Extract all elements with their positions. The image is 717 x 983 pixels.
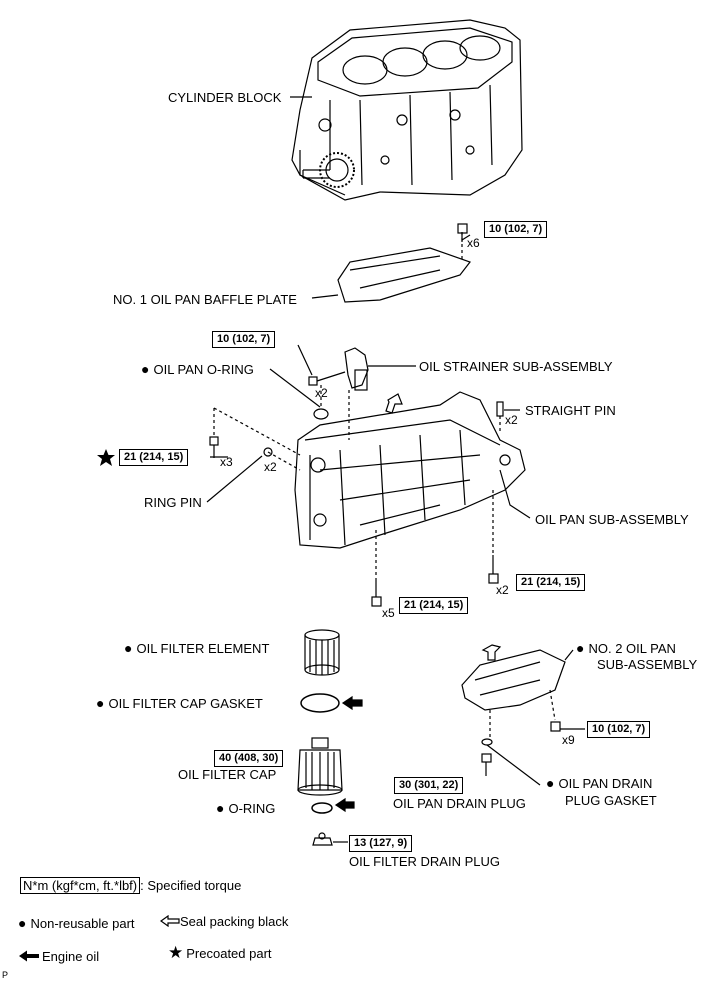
- engine-oil-arrow-icon: [18, 950, 42, 965]
- qty-straight-pin: x2: [505, 413, 518, 427]
- label-cylinder-block: CYLINDER BLOCK: [168, 90, 282, 105]
- torque-filter-cap: 40 (408, 30): [214, 750, 284, 767]
- crank-sprocket-drawing: [302, 152, 355, 188]
- torque-pan-bolt-right: 21 (214, 15): [516, 574, 586, 591]
- right-bolt-drawing: [488, 490, 499, 584]
- no2-oil-pan-drawing: [461, 649, 574, 738]
- ring-pin-drawing: [263, 447, 273, 457]
- star-bolt-drawing: [209, 407, 301, 458]
- label-oil-filter-element: OIL FILTER ELEMENT: [124, 641, 269, 656]
- qty-right-bolt: x2: [496, 583, 509, 597]
- legend-seal-packing-text: Seal packing black: [180, 914, 289, 929]
- legend-precoated: ★Precoated part: [168, 943, 272, 962]
- label-oil-filter-drain-plug: OIL FILTER DRAIN PLUG: [349, 854, 500, 869]
- star-icon: ★: [168, 943, 184, 962]
- drain-plug-gasket-drawing: [481, 738, 493, 746]
- torque-pan-bolt-star: 21 (214, 15): [119, 449, 189, 466]
- qty-baffle-bolt: x6: [467, 236, 480, 250]
- label-baffle-plate: NO. 1 OIL PAN BAFFLE PLATE: [113, 292, 297, 307]
- cylinder-block-drawing: [291, 19, 523, 201]
- engine-oil-arrow-1: [341, 695, 363, 711]
- oil-pan-drawing: [294, 391, 526, 549]
- label-straight-pin: STRAIGHT PIN: [525, 403, 616, 418]
- qty-strainer-bolt: x2: [315, 386, 328, 400]
- torque-strainer-bolt: 10 (102, 7): [212, 331, 276, 348]
- label-no2-oil-pan-line1: NO. 2 OIL PAN: [576, 641, 675, 656]
- torque-baffle-bolt: 10 (102, 7): [484, 221, 548, 238]
- legend-torque-desc: : Specified torque: [140, 878, 242, 893]
- legend-engine-oil-text: Engine oil: [42, 949, 100, 964]
- qty-no2-pan-bolt: x9: [562, 733, 575, 747]
- label-oil-pan-drain-plug: OIL PAN DRAIN PLUG: [393, 796, 526, 811]
- legend-torque: N*m (kgf*cm, ft.*lbf): Specified torque: [20, 877, 242, 894]
- label-oil-strainer: OIL STRAINER SUB-ASSEMBLY: [419, 359, 613, 374]
- torque-filter-drain-plug: 13 (127, 9): [349, 835, 413, 852]
- label-oil-pan-oring: OIL PAN O-RING: [141, 362, 253, 377]
- torque-pan-bolt-lower: 21 (214, 15): [399, 597, 469, 614]
- label-oil-filter-cap-gasket: OIL FILTER CAP GASKET: [96, 696, 262, 711]
- oil-filter-element-drawing: [304, 629, 340, 676]
- oil-filter-cap-drawing: [297, 737, 343, 796]
- qty-lower-bolt: x5: [382, 606, 395, 620]
- qty-star-bolt: x3: [220, 455, 233, 469]
- label-oil-filter-cap: OIL FILTER CAP: [178, 767, 277, 782]
- legend-torque-key: N*m (kgf*cm, ft.*lbf): [20, 877, 141, 894]
- oil-strainer-drawing: [308, 347, 369, 440]
- corner-mark: P: [2, 970, 9, 980]
- label-ring-pin: RING PIN: [144, 495, 202, 510]
- torque-no2-pan-bolt: 10 (102, 7): [587, 721, 651, 738]
- oil-pan-drain-plug-drawing: [481, 753, 492, 776]
- legend-engine-oil: Engine oil: [18, 949, 99, 965]
- straight-pin-drawing: [496, 401, 504, 417]
- oring-drawing: [311, 802, 333, 814]
- torque-drain-plug: 30 (301, 22): [394, 777, 464, 794]
- label-no2-oil-pan-line2: SUB-ASSEMBLY: [597, 657, 698, 672]
- label-oring: O-RING: [216, 801, 275, 816]
- qty-ring-pin: x2: [264, 460, 277, 474]
- legend-seal-packing: Seal packing black: [159, 914, 289, 930]
- oil-pan-oring-drawing: [313, 408, 329, 420]
- engine-oil-arrow-2: [334, 797, 355, 813]
- label-drain-plug-gasket-line1: OIL PAN DRAIN: [546, 776, 652, 791]
- oil-filter-cap-gasket-drawing: [300, 693, 340, 713]
- seal-packing-arrow-icon: [159, 914, 180, 930]
- legend-non-reusable: Non-reusable part: [18, 916, 134, 931]
- oil-filter-drain-plug-drawing: [312, 832, 348, 846]
- precoated-star-icon: [97, 449, 115, 466]
- baffle-plate-drawing: [337, 223, 471, 303]
- label-oil-pan-sub-assembly: OIL PAN SUB-ASSEMBLY: [535, 512, 689, 527]
- label-drain-plug-gasket-line2: PLUG GASKET: [565, 793, 657, 808]
- legend-precoated-text: Precoated part: [186, 946, 272, 961]
- lower-bolt-drawing: [371, 530, 382, 607]
